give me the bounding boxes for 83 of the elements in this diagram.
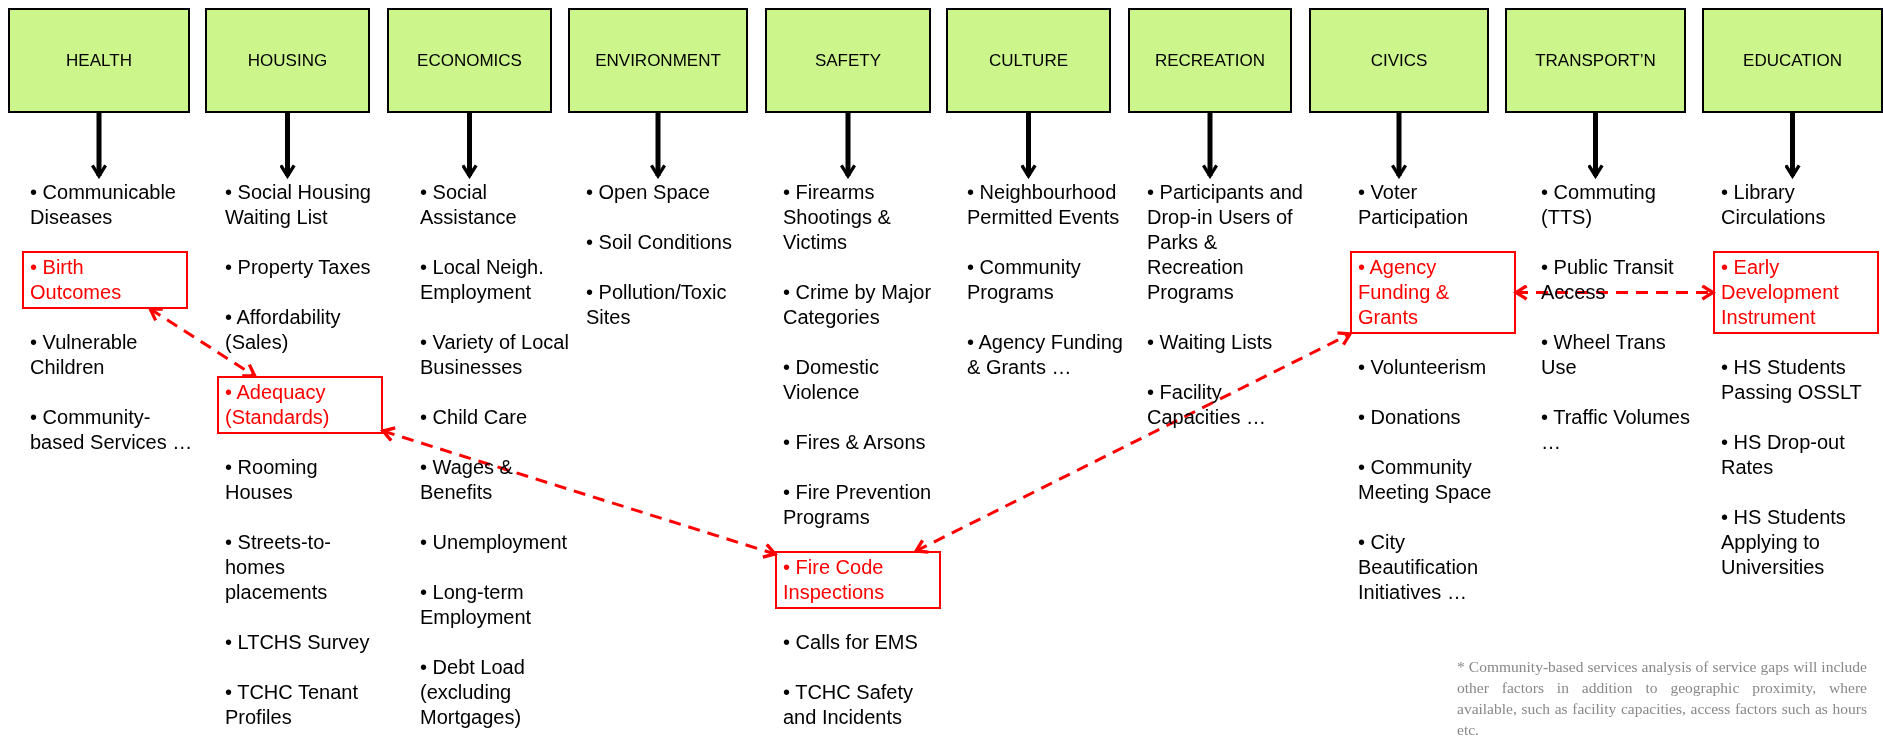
category-label: CULTURE — [989, 50, 1068, 71]
arrow — [1587, 113, 1604, 178]
indicator-text: • Library Circulations — [1721, 180, 1881, 230]
category-label: TRANSPORT’N — [1535, 50, 1656, 71]
arrow — [90, 113, 108, 178]
indicator-text: • Fire Prevention Programs — [783, 480, 933, 530]
indicator-text: • Child Care — [420, 405, 529, 430]
category-box — [8, 8, 190, 113]
category-label: HEALTH — [66, 50, 132, 71]
indicator-text: • Streets-to-homes placements — [225, 530, 332, 605]
indicator-text: • Rooming Houses — [225, 455, 319, 505]
indicator-text: • Firearms Shootings & Victims — [783, 180, 948, 255]
indicator-text: • Social Assistance — [420, 180, 585, 230]
dashed-arrow — [914, 331, 1352, 554]
category-label: ENVIRONMENT — [595, 50, 721, 71]
category-box — [205, 8, 370, 113]
category-box — [1702, 8, 1883, 113]
indicator-text: • Social Housing Waiting List — [225, 180, 390, 230]
category-box — [765, 8, 931, 113]
indicator-text: • City Beautification Initiatives … — [1358, 530, 1480, 605]
indicator-text: • Domestic Violence — [783, 355, 880, 405]
indicator-text: • Communicable Diseases — [30, 180, 195, 230]
indicator-text: • HS Students Passing OSSLT — [1721, 355, 1863, 405]
category-box — [387, 8, 552, 113]
indicator-text: • Community-based Services … — [30, 405, 194, 455]
category-label: HOUSING — [247, 50, 328, 71]
indicator-text: • Soil Conditions — [586, 230, 733, 255]
indicator-text: • Waiting Lists — [1147, 330, 1274, 355]
indicator-text: • Debt Load (excluding Mortgages) — [420, 655, 526, 730]
category-box — [1505, 8, 1686, 113]
highlighted-indicator: • Birth Outcomes — [22, 251, 188, 309]
arrow — [1020, 113, 1037, 178]
arrow — [839, 113, 857, 178]
arrow — [279, 113, 296, 178]
indicator-text: • Calls for EMS — [783, 630, 919, 655]
indicator-text: • Affordability (Sales) — [225, 305, 342, 355]
indicator-text: • Crime by Major Categories — [783, 280, 933, 330]
highlighted-indicator: • Early Development Instrument — [1713, 251, 1879, 334]
highlighted-indicator: • Agency Funding & Grants — [1350, 251, 1516, 334]
indicator-text: • Voter Participation — [1358, 180, 1518, 230]
indicator-text: • LTCHS Survey — [225, 630, 371, 655]
indicator-text: • Fires & Arsons — [783, 430, 927, 455]
category-label: RECREATION — [1154, 50, 1266, 71]
category-box — [1309, 8, 1489, 113]
arrow — [1784, 113, 1801, 178]
indicator-text: • Donations — [1358, 405, 1462, 430]
indicator-text: • Wheel Trans Use — [1541, 330, 1667, 380]
indicator-text: • Unemployment — [420, 530, 569, 555]
indicator-text: • TCHC Safety and Incidents — [783, 680, 914, 730]
indicator-text: • Property Taxes — [225, 255, 372, 280]
indicator-text: • Participants and Drop-in Users of Parks & Recreation Programs — [1147, 180, 1312, 305]
footnote: * Community-based services analysis of service gaps will include other factors in addition to geographic proximity, where available, such as facility capacities, access factors such as hours etc. — [1457, 657, 1867, 740]
arrow — [1201, 113, 1219, 178]
indicator-text: • Neighbourhood Permitted Events — [967, 180, 1137, 230]
arrow — [1390, 113, 1408, 178]
indicator-text: • Community Meeting Space — [1358, 455, 1493, 505]
arrow — [461, 113, 478, 178]
indicator-text: • Variety of Local Businesses — [420, 330, 570, 380]
highlighted-indicator: • Adequacy (Standards) — [217, 376, 383, 434]
indicator-text: • Traffic Volumes … — [1541, 405, 1691, 455]
indicator-text: • Agency Funding & Grants … — [967, 330, 1124, 380]
category-label: ECONOMICS — [417, 50, 522, 71]
arrow — [649, 113, 667, 178]
category-box — [1128, 8, 1292, 113]
indicator-text: • Open Space — [586, 180, 710, 205]
indicator-text: • Vulnerable Children — [30, 330, 139, 380]
category-box — [946, 8, 1111, 113]
indicator-text: • Local Neigh. Employment — [420, 255, 545, 305]
indicator-text: • Long-term Employment — [420, 580, 533, 630]
indicator-text: • HS Students Applying to Universities — [1721, 505, 1847, 580]
indicator-text: • HS Drop-out Rates — [1721, 430, 1846, 480]
category-label: EDUCATION — [1743, 50, 1842, 71]
category-label: CIVICS — [1370, 50, 1428, 71]
dashed-arrow — [148, 307, 257, 378]
indicator-text: • TCHC Tenant Profiles — [225, 680, 359, 730]
highlighted-indicator: • Fire Code Inspections — [775, 551, 941, 609]
indicator-text: • Pollution/Toxic Sites — [586, 280, 728, 330]
category-label: SAFETY — [814, 50, 882, 71]
category-box — [568, 8, 748, 113]
indicator-text: • Commuting (TTS) — [1541, 180, 1706, 230]
indicator-text: • Community Programs — [967, 255, 1082, 305]
dashed-arrow — [381, 426, 777, 559]
indicator-text: • Volunteerism — [1358, 355, 1488, 380]
